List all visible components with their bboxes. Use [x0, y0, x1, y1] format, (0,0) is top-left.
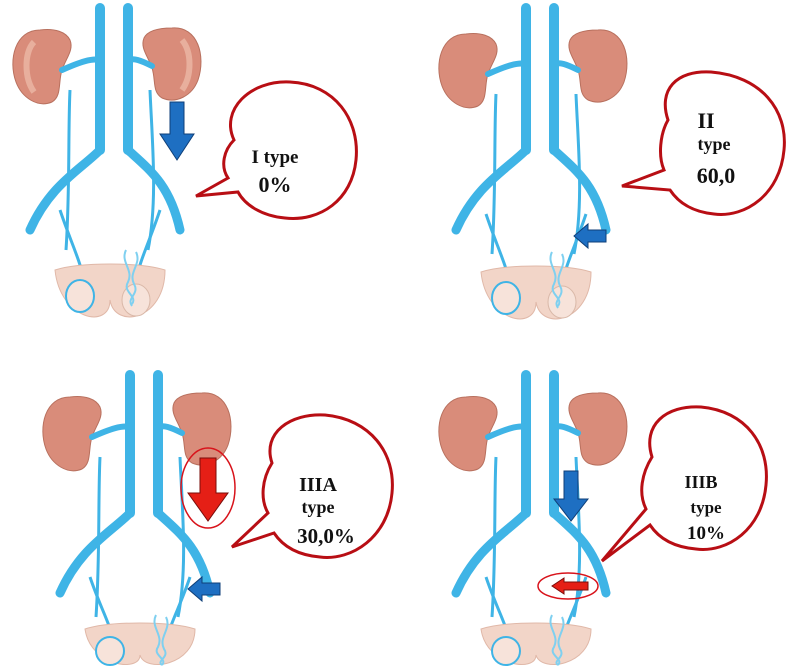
anatomy-illustration [439, 8, 627, 319]
callout-line-1: I type [252, 147, 299, 168]
vena-cava [130, 375, 158, 513]
callout-line-1: IIIA [299, 474, 337, 496]
anatomy-illustration [43, 375, 231, 665]
right-kidney [569, 393, 627, 465]
panel-type-2: II type 60,0 [396, 0, 791, 333]
callout-line-3: 60,0 [697, 163, 736, 188]
blue-down-arrow [160, 102, 194, 160]
callout-line-2: type [302, 497, 335, 517]
callout-bubble: II type 60,0 [622, 72, 784, 215]
callout-line-3: 30,0% [297, 524, 355, 548]
testis-left [492, 282, 520, 314]
red-left-arrow [538, 573, 598, 599]
testis-left [66, 280, 94, 312]
callout-line-2: 0% [259, 172, 292, 197]
vena-cava [526, 375, 554, 513]
vena-cava [526, 8, 554, 150]
right-kidney [569, 30, 627, 102]
panel-type-3b: IIIB type 10% [396, 333, 791, 666]
callout-bubble: IIIA type 30,0% [232, 415, 392, 558]
callout-bubble: I type 0% [196, 82, 356, 219]
panel-type-3a: IIIA type 30,0% [0, 333, 395, 666]
red-down-arrow [181, 448, 235, 528]
testis-left [492, 637, 520, 665]
renal-veins [488, 426, 578, 437]
vena-cava [100, 8, 128, 150]
renal-veins [92, 426, 182, 437]
callout-line-1: IIIB [684, 472, 717, 492]
anatomy-illustration [13, 8, 201, 317]
callout-line-1: II [697, 108, 714, 133]
panel-type-1: I type 0% [0, 0, 395, 333]
anatomy-illustration [439, 375, 627, 665]
renal-veins [488, 63, 578, 74]
callout-line-2: type [690, 498, 722, 517]
callout-line-3: 10% [687, 523, 725, 544]
renal-veins [62, 59, 152, 70]
testis-left [96, 637, 124, 665]
callout-line-2: type [698, 134, 731, 154]
